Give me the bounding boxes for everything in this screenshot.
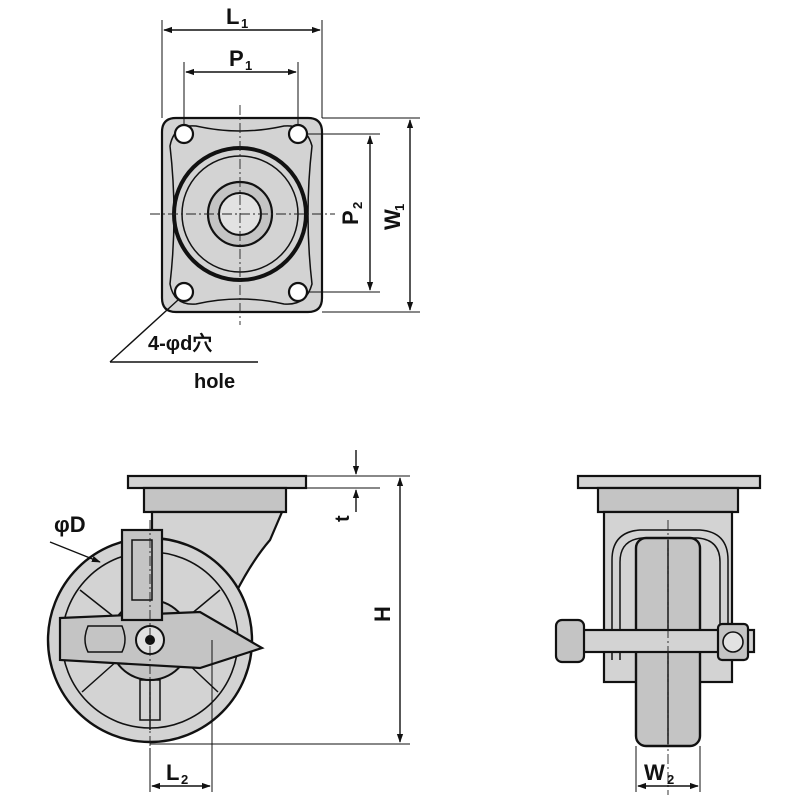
dim-D: φD (49, 512, 101, 563)
label-P1-sub: 1 (245, 58, 252, 73)
dim-P2: P 2 (306, 133, 380, 293)
dim-L2: L 2 (149, 640, 213, 792)
mount-hole (287, 281, 309, 303)
mount-hole (287, 123, 309, 145)
side-view: φD t H L 2 (46, 450, 410, 792)
axle-nut-left (554, 618, 586, 664)
mount-hole (173, 281, 195, 303)
label-H: H (370, 606, 395, 622)
label-D: φD (54, 512, 86, 537)
front-brake-bow (611, 529, 729, 660)
label-L1-sub: 1 (241, 16, 248, 31)
label-L2: L (166, 760, 179, 785)
label-P2-sub: 2 (350, 202, 365, 209)
label-L2-sub: 2 (181, 772, 188, 787)
dim-W2: W 2 (635, 746, 701, 792)
label-P2: P (338, 210, 363, 225)
label-hole-en: hole (194, 371, 235, 393)
dim-t: t (306, 450, 380, 522)
mount-holes (173, 123, 309, 303)
dim-H: H (150, 475, 410, 745)
label-W2-sub: 2 (667, 772, 674, 787)
front-bearing (596, 486, 740, 514)
label-W2: W (644, 760, 665, 785)
brake-lever (120, 528, 164, 622)
mount-hole (173, 123, 195, 145)
label-hole-spec: 4-φd穴 (148, 331, 212, 355)
dim-P1: P 1 (183, 46, 299, 125)
top-view: L 1 P 1 P 2 W 1 (109, 4, 420, 393)
label-W1: W (380, 209, 405, 230)
label-t: t (332, 515, 354, 522)
hole-callout: 4-φd穴 hole (109, 299, 258, 393)
front-view: W 2 (554, 474, 762, 795)
label-W1-sub: 1 (392, 204, 407, 211)
label-L1: L (226, 4, 239, 29)
dim-L1: L 1 (161, 4, 323, 118)
side-bearing (142, 486, 288, 514)
label-P1: P (229, 46, 244, 71)
side-plate (126, 474, 308, 490)
front-plate (576, 474, 762, 490)
dim-W1: W 1 (322, 117, 420, 313)
